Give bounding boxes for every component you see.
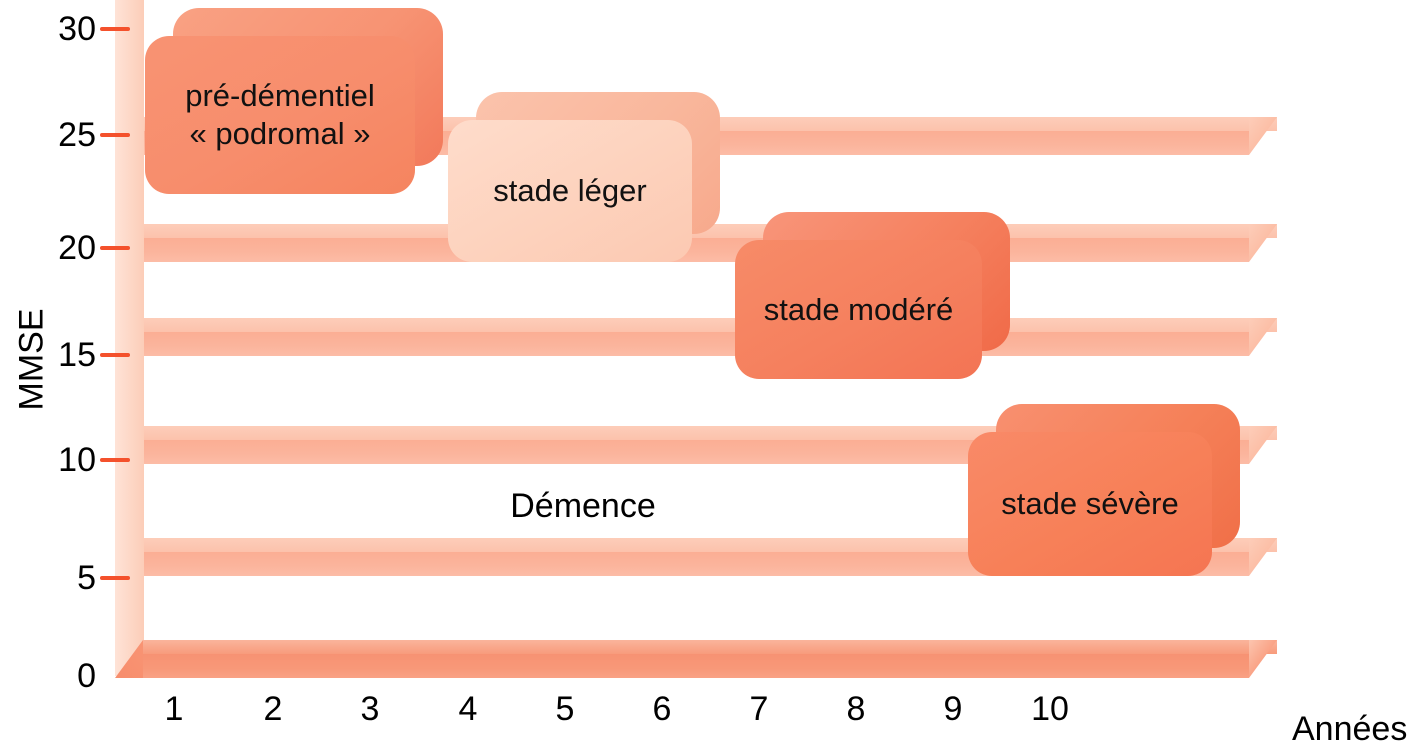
stage-box-label: stade léger <box>487 172 652 210</box>
x-axis-title: Années <box>1292 710 1408 747</box>
y-tick-mark-20 <box>100 246 130 250</box>
stage-box-label-line2: « podromal » <box>189 116 371 151</box>
x-tick-label-6: 6 <box>652 690 672 728</box>
x-tick-label-7: 7 <box>749 690 769 728</box>
y-axis-tick-labels: 30 25 20 15 10 5 0 <box>0 0 96 747</box>
stage-box-leger[interactable]: stade léger <box>448 92 720 262</box>
y-tick-label-0: 0 <box>77 657 96 695</box>
x-tick-label-8: 8 <box>846 690 866 728</box>
stage-box-prodromal[interactable]: pré-démentiel « podromal » <box>145 8 443 194</box>
x-tick-label-4: 4 <box>458 690 478 728</box>
baseline-top-face <box>143 640 1277 654</box>
stage-box-label-line1: pré-démentiel <box>185 78 375 114</box>
y-tick-label-15: 15 <box>58 336 96 374</box>
annotation-demence: Démence <box>510 487 656 525</box>
box-front-face: stade sévère <box>968 432 1212 576</box>
stage-box-label-line1: stade léger <box>493 173 647 209</box>
x-tick-label-3: 3 <box>360 690 380 728</box>
y-axis-wall <box>115 0 144 676</box>
stage-box-modere[interactable]: stade modéré <box>735 212 1010 379</box>
y-tick-label-30: 30 <box>58 10 96 48</box>
stage-box-label: stade sévère <box>995 485 1185 523</box>
box-front-face: stade léger <box>448 120 692 262</box>
stage-box-label: stade modéré <box>758 291 960 329</box>
y-tick-mark-30 <box>100 27 130 31</box>
gridline-front-face <box>143 238 1249 262</box>
x-tick-label-10: 10 <box>1031 690 1069 728</box>
y-axis-title: MMSE <box>12 308 51 411</box>
stage-box-label: pré-démentiel « podromal » <box>179 77 381 153</box>
x-tick-label-9: 9 <box>943 690 963 728</box>
stage-box-severe[interactable]: stade sévère <box>968 404 1240 576</box>
baseline-front-face <box>143 654 1249 678</box>
gridline-top-face <box>143 318 1277 332</box>
x-tick-label-5: 5 <box>555 690 575 728</box>
x-tick-label-1: 1 <box>164 690 184 728</box>
y-tick-label-25: 25 <box>58 116 96 154</box>
stage-box-label-line1: stade sévère <box>1001 486 1179 522</box>
box-front-face: stade modéré <box>735 240 982 379</box>
y-tick-mark-5 <box>100 576 130 580</box>
box-front-face: pré-démentiel « podromal » <box>145 36 415 194</box>
stage-box-label-line1: stade modéré <box>763 291 954 327</box>
gridline-front-face <box>143 332 1249 356</box>
x-tick-label-2: 2 <box>263 690 283 728</box>
y-tick-mark-25 <box>100 133 130 137</box>
y-tick-mark-15 <box>100 353 130 357</box>
y-tick-mark-10 <box>100 458 130 462</box>
y-tick-label-20: 20 <box>58 229 96 267</box>
y-tick-label-5: 5 <box>77 559 96 597</box>
y-tick-label-10: 10 <box>58 441 96 479</box>
